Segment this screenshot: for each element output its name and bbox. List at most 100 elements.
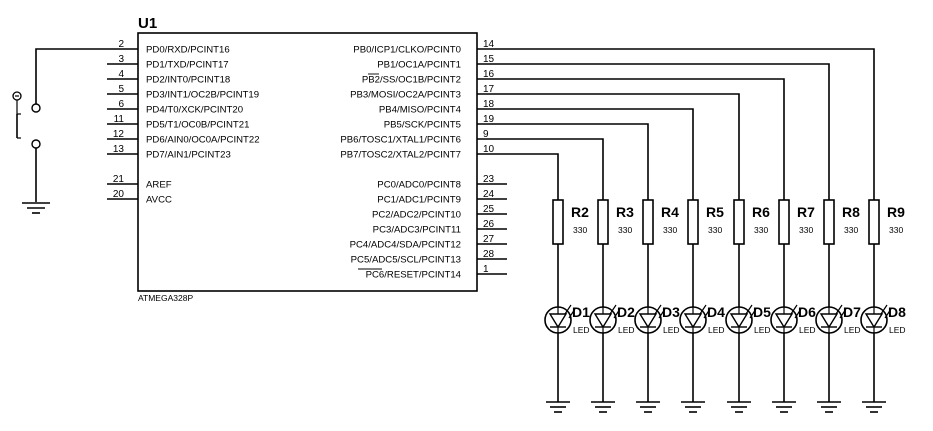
pin-label: PD1/TXD/PCINT17 [146, 60, 229, 71]
led-arrow [699, 304, 707, 315]
resistor-value: 330 [844, 225, 858, 235]
ground-icon [817, 401, 841, 413]
resistor-icon [778, 199, 790, 245]
pin-number: 2 [118, 39, 124, 50]
branch-wire [507, 138, 604, 200]
led-ref: D3 [662, 304, 680, 320]
ground-icon [681, 401, 705, 413]
pin-number: 15 [483, 54, 495, 65]
chip-body [137, 32, 478, 292]
resistor-ref: R7 [797, 204, 815, 220]
resistor-value: 330 [573, 225, 587, 235]
ground-icon [862, 401, 886, 413]
pin-number: 5 [118, 84, 124, 95]
pin-label: PD2/INT0/PCINT18 [146, 75, 230, 86]
pin-number: 1 [483, 264, 489, 275]
pin-number: 28 [483, 249, 495, 260]
pin-label: AVCC [146, 195, 172, 206]
ground-icon [591, 401, 615, 413]
led-arrow [884, 308, 892, 319]
pin-label: PB5/SCK/PCINT5 [384, 120, 461, 131]
pin-number: 3 [118, 54, 124, 65]
led-arrow [654, 304, 662, 315]
branch-wire [507, 153, 559, 200]
pin-number: 18 [483, 99, 495, 110]
pin-number: 13 [113, 144, 125, 155]
led-value: LED [573, 325, 590, 335]
push-button-switch [12, 48, 107, 214]
pin-label: PC6/RESET/PCINT14 [366, 270, 462, 281]
branch-wire [507, 108, 694, 200]
pin-label: PC5/ADC5/SCL/PCINT13 [351, 255, 461, 266]
resistor-value: 330 [618, 225, 632, 235]
pin-label: PC2/ADC2/PCINT10 [372, 210, 461, 221]
branch-wire [507, 123, 649, 200]
switch-contact-top [31, 103, 41, 113]
led-arrow [880, 304, 888, 315]
led-ref: D8 [888, 304, 906, 320]
resistor-value: 330 [799, 225, 813, 235]
resistor-ref: R6 [752, 204, 770, 220]
led-value: LED [663, 325, 680, 335]
led-ref: D4 [707, 304, 725, 320]
resistor-value: 330 [754, 225, 768, 235]
pin-label: PB0/ICP1/CLKO/PCINT0 [353, 45, 461, 56]
led-arrow [749, 308, 757, 319]
branch-wire [507, 63, 830, 200]
led-value: LED [799, 325, 816, 335]
resistor-value: 330 [663, 225, 677, 235]
led-ref: D5 [753, 304, 771, 320]
led-arrow [745, 304, 753, 315]
resistor-value: 330 [708, 225, 722, 235]
pin-label: PC0/ADC0/PCINT8 [377, 180, 461, 191]
pin-number: 6 [118, 99, 124, 110]
pin-number: 21 [113, 174, 125, 185]
resistor-ref: R2 [571, 204, 589, 220]
pin-number: 16 [483, 69, 495, 80]
pin-label: PD4/T0/XCK/PCINT20 [146, 105, 243, 116]
pin-number: 26 [483, 219, 495, 230]
pin-number: 24 [483, 189, 495, 200]
led-arrow [790, 304, 798, 315]
resistor-icon [868, 199, 880, 245]
led-arrow [564, 304, 572, 315]
pin-label: PB1/OC1A/PCINT1 [377, 60, 461, 71]
led-arrow [658, 308, 666, 319]
pin-number: 4 [118, 69, 124, 80]
pin-number: 11 [114, 114, 125, 125]
resistor-icon [552, 199, 564, 245]
pin-number: 19 [483, 114, 495, 125]
pin-label: PD5/T1/OC0B/PCINT21 [146, 120, 249, 131]
resistor-icon [687, 199, 699, 245]
pin-number: 27 [483, 234, 495, 245]
led-value: LED [889, 325, 906, 335]
pin-label: PB4/MISO/PCINT4 [379, 105, 462, 116]
resistor-value: 330 [889, 225, 903, 235]
led-value: LED [754, 325, 771, 335]
resistor-icon [733, 199, 745, 245]
pin-label: AREF [146, 180, 172, 191]
led-value: LED [618, 325, 635, 335]
